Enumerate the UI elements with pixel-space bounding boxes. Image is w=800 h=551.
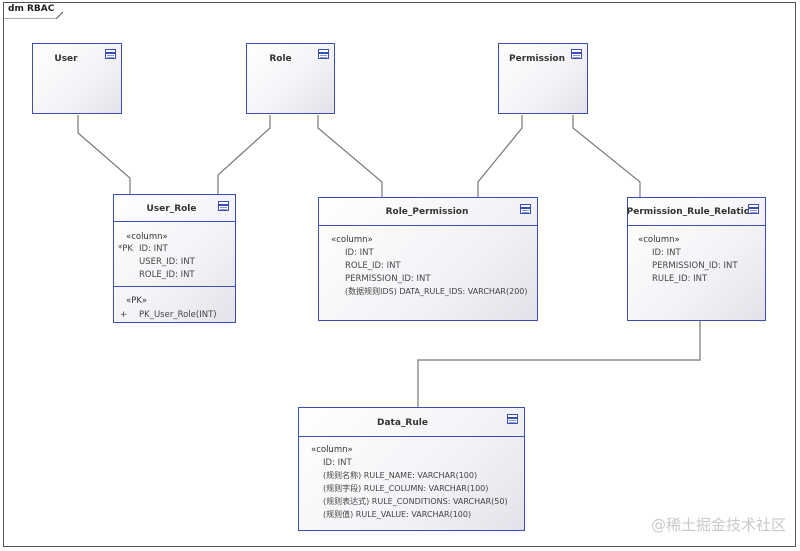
entity-user-role[interactable]: User_Role «column» *PK ID: INT USER_ID: … <box>113 194 236 323</box>
connector-permission-rolepermission <box>477 115 523 197</box>
column: (规则表达式) RULE_CONDITIONS: VARCHAR(50) <box>323 497 508 506</box>
connector-role-userrole <box>217 115 271 194</box>
table-icon <box>318 49 329 59</box>
table-icon <box>507 414 518 424</box>
entity-permission[interactable]: Permission <box>498 43 588 114</box>
column: ID: INT <box>652 248 681 258</box>
column-stereotype: «column» <box>638 235 680 245</box>
connector-relation-datarule <box>417 321 701 407</box>
column: PERMISSION_ID: INT <box>652 261 738 271</box>
column: (数据规则IDS) DATA_RULE_IDS: VARCHAR(200) <box>345 287 528 296</box>
entity-title: User <box>54 54 78 64</box>
diagram-label: dm RBAC <box>8 4 55 14</box>
entity-title: Data_Rule <box>377 418 428 428</box>
entity-title: Role <box>269 54 292 64</box>
table-icon <box>218 201 229 211</box>
column: ROLE_ID: INT <box>345 261 401 271</box>
diagram-frame <box>3 2 796 547</box>
entity-role[interactable]: Role <box>246 43 335 114</box>
table-icon <box>105 49 116 59</box>
frame-tab <box>3 11 63 19</box>
column-stereotype: «column» <box>126 232 168 242</box>
column: ID: INT <box>323 458 352 468</box>
entity-title: User_Role <box>146 204 197 214</box>
table-icon <box>571 49 582 59</box>
entity-title: Permission_Rule_Relation <box>626 207 757 217</box>
column: RULE_ID: INT <box>652 274 708 284</box>
entity-permission-rule-relation[interactable]: Permission_Rule_Relation «column» ID: IN… <box>627 197 766 321</box>
separator <box>628 225 765 226</box>
operation-marker: + <box>120 310 128 320</box>
column: ID: INT <box>139 244 168 254</box>
operation-stereotype: «PK» <box>126 296 148 306</box>
column: (规则字段) RULE_COLUMN: VARCHAR(100) <box>323 484 489 493</box>
connector-permission-relation <box>572 115 641 197</box>
column: PERMISSION_ID: INT <box>345 274 431 284</box>
table-icon <box>748 204 759 214</box>
column: ROLE_ID: INT <box>139 270 195 280</box>
column: (规则值) RULE_VALUE: VARCHAR(100) <box>323 510 472 519</box>
operation: PK_User_Role(INT) <box>139 310 217 320</box>
connector-role-rolepermission <box>317 115 383 197</box>
column: USER_ID: INT <box>139 257 195 267</box>
column: (规则名称) RULE_NAME: VARCHAR(100) <box>323 471 478 480</box>
table-icon <box>520 204 531 214</box>
entity-data-rule[interactable]: Data_Rule «column» ID: INT (规则名称) RULE_N… <box>298 407 525 531</box>
separator <box>114 221 235 222</box>
separator <box>299 436 524 437</box>
entity-role-permission[interactable]: Role_Permission «column» ID: INT ROLE_ID… <box>318 197 538 321</box>
column: ID: INT <box>345 248 374 258</box>
entity-title: Permission <box>509 54 565 64</box>
connector-user-userrole <box>77 115 131 194</box>
pk-marker: *PK <box>118 244 133 254</box>
watermark: @稀土掘金技术社区 <box>650 516 786 534</box>
separator <box>319 225 537 226</box>
separator <box>114 286 235 287</box>
column-stereotype: «column» <box>311 445 353 455</box>
entity-user[interactable]: User <box>32 43 122 114</box>
entity-title: Role_Permission <box>385 207 469 217</box>
column-stereotype: «column» <box>331 235 373 245</box>
